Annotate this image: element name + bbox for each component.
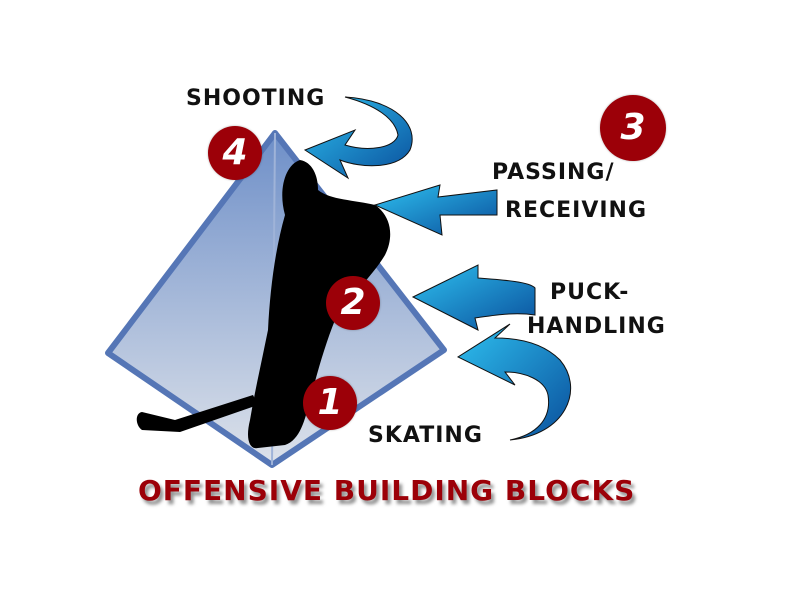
arrow-shooting [303,96,413,180]
arrow-passing [373,184,498,236]
label-puck-line1: PUCK- [550,280,630,305]
label-skating: SKATING [368,423,483,448]
badge-1: 1 [303,376,357,430]
label-puck-line2: HANDLING [527,314,666,339]
badge-3: 3 [600,95,666,161]
badge-2: 2 [326,276,380,330]
label-passing-line1: PASSING/ [492,160,615,185]
arrow-puck-handling [411,264,536,331]
label-shooting: SHOOTING [186,86,326,111]
label-passing-line2: RECEIVING [505,198,648,223]
badge-4: 4 [208,126,262,180]
arrow-skating [456,323,571,441]
diagram-title: OFFENSIVE BUILDING BLOCKS [138,474,636,507]
hockey-player-silhouette [136,160,391,449]
